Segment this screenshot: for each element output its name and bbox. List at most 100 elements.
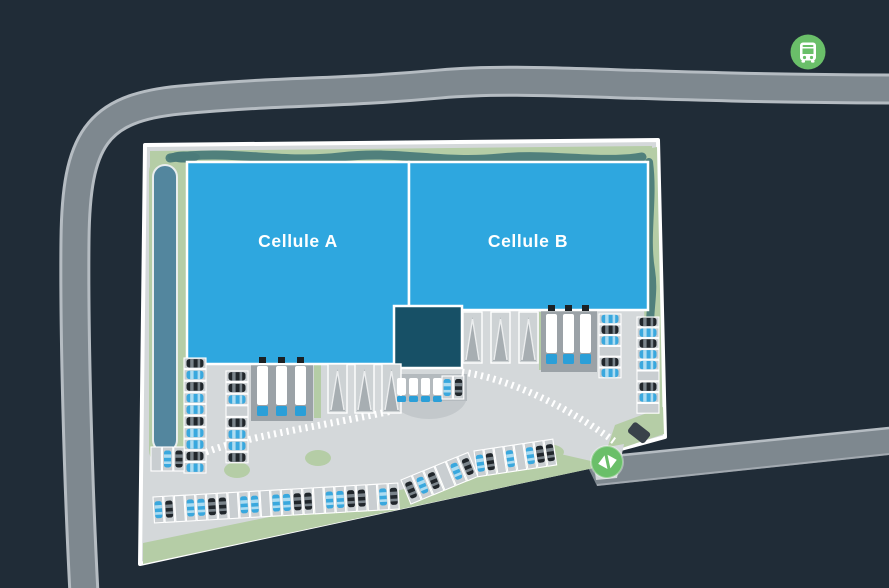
car (228, 430, 246, 439)
car (379, 488, 388, 506)
parking-space (259, 489, 272, 518)
car (228, 418, 246, 427)
car (165, 500, 174, 518)
car (250, 495, 259, 513)
car (186, 382, 204, 391)
parking-space (636, 370, 660, 382)
car (293, 493, 302, 511)
bus-icon[interactable] (790, 34, 826, 70)
dock-ramp (354, 363, 375, 414)
dock-ramp (327, 363, 348, 414)
car (525, 447, 535, 465)
buildings: Cellule A Cellule B (185, 160, 650, 370)
hedge-right (644, 158, 657, 336)
car (601, 314, 619, 324)
car (208, 498, 216, 516)
road-south-edge-bottom (596, 453, 889, 486)
car (639, 328, 657, 337)
truck (580, 305, 591, 364)
car (228, 441, 246, 451)
car (186, 428, 204, 438)
road-south (583, 426, 889, 486)
car (601, 368, 619, 378)
pond (152, 164, 178, 453)
cellule-b-label: Cellule B (488, 231, 568, 251)
parking-space (636, 402, 660, 414)
dock-ramp (462, 311, 483, 364)
car (186, 440, 204, 449)
dock-ramp (490, 311, 511, 364)
truck (397, 378, 406, 402)
car (639, 339, 657, 348)
truck (433, 378, 442, 402)
car (186, 451, 204, 461)
car (639, 360, 657, 370)
car (535, 445, 545, 463)
parking-space (227, 491, 240, 520)
dock-ramp (518, 311, 539, 364)
entrance-arrow-right-icon (607, 454, 617, 469)
dock-ramp (381, 363, 402, 414)
car (475, 454, 485, 472)
gate-barrier (628, 422, 651, 444)
car (197, 498, 206, 516)
road-main (59, 65, 889, 588)
car (545, 444, 555, 462)
bus-icon-glyph (800, 42, 816, 63)
car (228, 372, 246, 381)
parking-space (513, 443, 528, 472)
car (601, 357, 619, 367)
parking-space (366, 483, 379, 512)
truck (276, 357, 287, 416)
car (639, 317, 657, 327)
car (228, 453, 246, 462)
parking-space (312, 486, 325, 515)
car (639, 350, 657, 359)
car (639, 393, 657, 402)
car (443, 379, 451, 396)
entrance-icon-circle (590, 445, 624, 479)
car (405, 481, 417, 499)
building-cellule-b[interactable] (407, 160, 650, 312)
car (485, 453, 495, 471)
entrance-arrows-icon[interactable] (588, 443, 626, 481)
car (272, 494, 281, 512)
car (228, 383, 246, 393)
car (186, 463, 204, 472)
car (450, 462, 463, 480)
building-cellule-a[interactable] (185, 160, 411, 366)
footpaths (204, 368, 617, 456)
car (186, 499, 195, 517)
entrance-arrow-left-icon (598, 455, 608, 470)
parking-space (150, 446, 162, 472)
road-south-surface (584, 427, 889, 486)
car (601, 336, 619, 345)
car (336, 490, 345, 508)
car (154, 501, 163, 519)
car (357, 489, 366, 507)
green-divider-a (314, 364, 321, 418)
parking-space (434, 461, 456, 491)
road-south-edge-top (583, 426, 889, 461)
car (186, 359, 204, 368)
parking-space (493, 446, 508, 475)
truck (257, 357, 268, 416)
hedge (165, 150, 657, 336)
car (325, 491, 334, 509)
car (427, 472, 440, 490)
parking-space (598, 345, 622, 357)
footpath-west (204, 407, 393, 456)
car (186, 405, 204, 414)
hedge-top (165, 150, 647, 164)
car (461, 458, 474, 476)
green-patch (224, 462, 250, 478)
car (186, 393, 204, 403)
truck (421, 378, 430, 402)
car (505, 450, 515, 468)
road-main-surface (62, 68, 889, 588)
car (639, 382, 657, 391)
generated-site-elements (150, 305, 660, 524)
car (240, 496, 249, 514)
